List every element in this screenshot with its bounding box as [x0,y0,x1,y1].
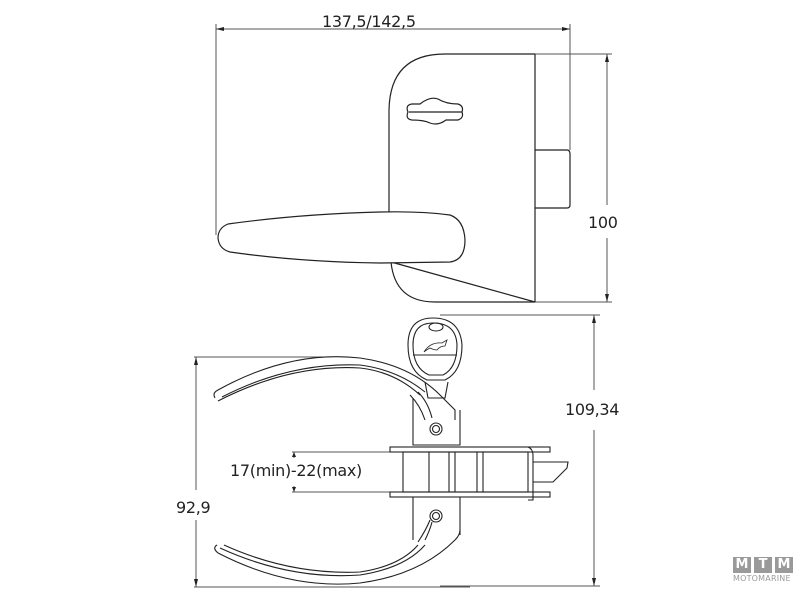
upper-lever [213,356,461,446]
height-dimension-line [535,53,612,303]
lever-handle [217,211,466,264]
overall-height-dimension-line [440,314,600,587]
handle-height-dimension-label: 92,9 [176,498,211,517]
logo-letter: M [775,557,793,573]
logo-letter: T [754,557,772,573]
logo-subtitle: MOTOMARINE [733,574,791,583]
height-dimension-label: 100 [588,213,618,232]
latch-bolt [535,149,571,209]
logo-letter: M [733,557,751,573]
width-dimension-label: 137,5/142,5 [322,12,416,31]
door-thickness-dimension-line [292,451,390,493]
width-dimension-line [215,24,571,235]
dolphin-icon [423,339,448,353]
door-thickness-dimension-label: 17(min)-22(max) [230,461,362,480]
key-cylinder [407,317,463,399]
handle-height-dimension-line [194,356,470,588]
latch-tongue [533,461,569,483]
overall-height-dimension-label: 109,34 [565,400,620,419]
motomarine-logo: M T M MOTOMARINE [733,557,795,583]
side-view [213,317,569,585]
thumb-turn [406,97,464,125]
lock-body-outline [388,53,536,303]
top-view [217,53,571,303]
mounting-plates [389,446,569,501]
lower-lever [214,497,461,585]
